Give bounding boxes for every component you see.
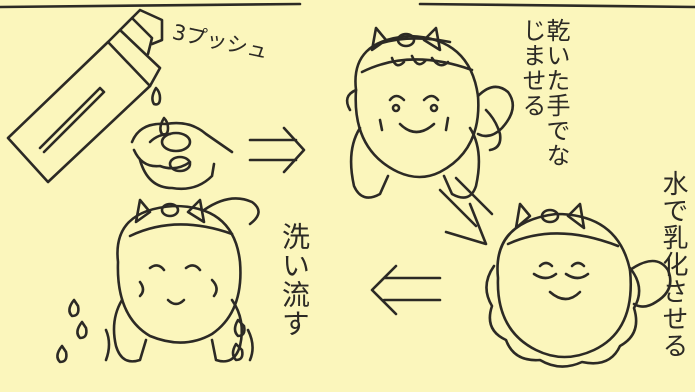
water-drop-icon — [56, 298, 246, 364]
step-emulsify-label: 水で乳化させる — [658, 170, 688, 359]
girl-face-step3 — [485, 202, 672, 368]
double-arrow-left — [370, 264, 442, 316]
step-dry-hands-label: 乾いた手でなじませる — [518, 18, 570, 168]
drop-icon — [151, 86, 170, 136]
girl-face-step4 — [104, 197, 260, 363]
double-arrow-right-1 — [248, 126, 306, 174]
double-arrow-down — [438, 176, 494, 246]
step-rinse-label: 洗い流す — [278, 222, 311, 338]
top-border-line — [0, 2, 695, 9]
cupped-hand-icon — [130, 121, 234, 191]
pump-bottle-icon — [6, 8, 164, 184]
girl-face-step2 — [345, 26, 515, 199]
